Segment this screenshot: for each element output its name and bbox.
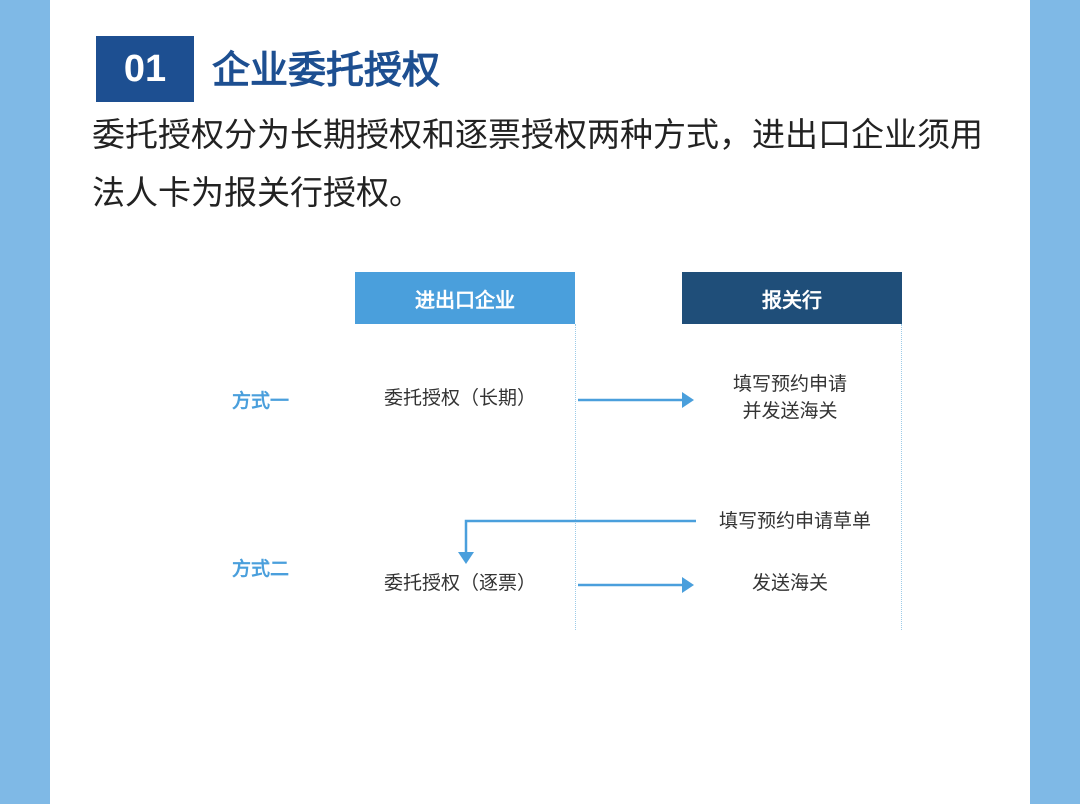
- mode-one-arrow: [578, 392, 694, 408]
- mode-one-enterprise-action: 委托授权（长期）: [383, 387, 536, 409]
- column-header-enterprise: 进出口企业: [355, 272, 575, 324]
- section-description: 委托授权分为长期授权和逐票授权两种方式，进出口企业须用法人卡为报关行授权。: [92, 115, 983, 212]
- mode-two-send-arrow: [578, 577, 694, 593]
- mode-one-broker-action-line2: 并发送海关: [742, 400, 838, 422]
- mode-two-return-arrow: [458, 519, 696, 564]
- mode-one-broker-action-line1: 填写预约申请: [732, 373, 847, 395]
- divider-line-left: [575, 324, 576, 630]
- content-panel: [50, 0, 1030, 804]
- section-number-badge: 01: [96, 36, 194, 102]
- mode-two-broker-draft-action: 填写预约申请草单: [718, 510, 871, 532]
- mode-two-broker-send-action: 发送海关: [751, 572, 828, 594]
- mode-two-enterprise-action: 委托授权（逐票）: [383, 572, 536, 594]
- mode-two-label: 方式二: [232, 558, 290, 580]
- mode-one-label: 方式一: [232, 390, 290, 412]
- divider-line-right: [901, 324, 902, 630]
- column-header-customs-broker: 报关行: [682, 272, 902, 324]
- section-title: 企业委托授权: [212, 48, 441, 92]
